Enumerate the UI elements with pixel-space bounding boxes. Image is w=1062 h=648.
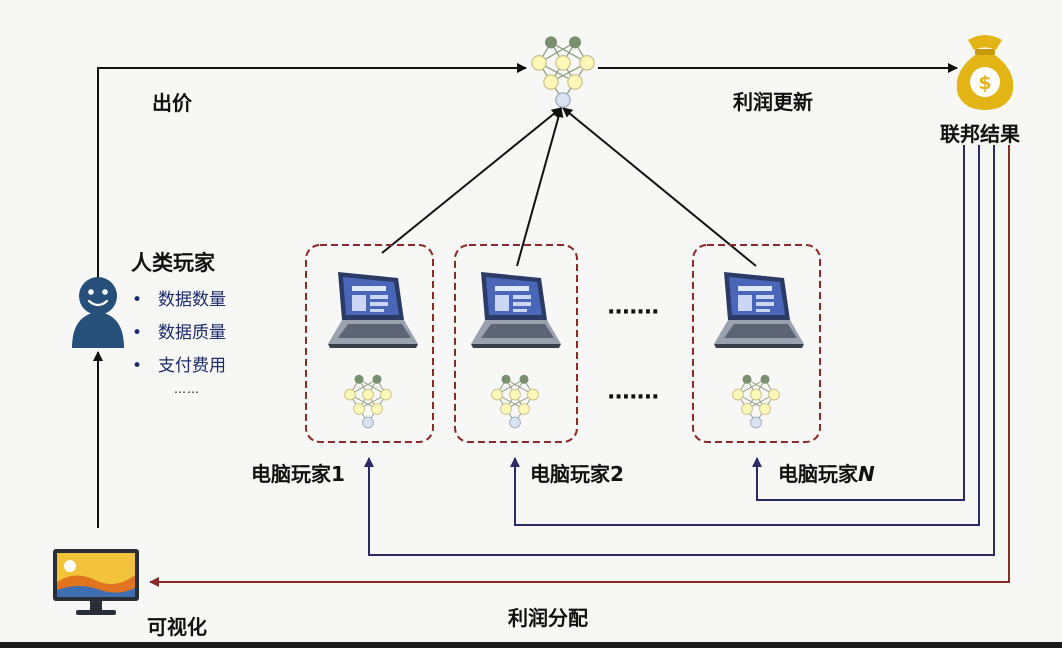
list-item: •数据数量 <box>132 290 226 310</box>
money-bag-icon: $ <box>956 35 1014 110</box>
player2-box <box>454 244 578 443</box>
arrow-player2-to-aggregator <box>516 107 564 267</box>
arrow-player1-to-aggregator <box>381 107 562 254</box>
player1-box <box>305 244 434 443</box>
list-item: •数据质量 <box>132 323 226 343</box>
computer-player-N-text: 电脑玩家 <box>778 462 858 486</box>
avatar-icon <box>72 277 124 348</box>
neural-network-icon <box>491 374 539 429</box>
players-ellipsis-top: ······· <box>607 300 660 325</box>
attribute-data-quality: 数据质量 <box>158 323 226 343</box>
computer-player-1-label: 电脑玩家1 <box>251 462 345 486</box>
computer-player-2-label: 电脑玩家2 <box>530 462 624 486</box>
computer-player-N-label: 电脑玩家N <box>778 458 875 487</box>
monitor-icon <box>53 549 139 615</box>
human-player-label: 人类玩家 <box>131 251 215 275</box>
arrow-playerN-to-aggregator <box>562 107 757 267</box>
laptop-icon <box>714 272 804 348</box>
bottom-border <box>0 642 1062 648</box>
laptop-icon <box>328 272 418 348</box>
attribute-data-quantity: 数据数量 <box>158 290 226 310</box>
attribute-payment-cost: 支付费用 <box>158 356 226 376</box>
arrow-result-to-playerN <box>752 145 965 501</box>
arrow-result-to-player2 <box>510 145 980 526</box>
aggregator-neural-network-icon <box>531 35 595 108</box>
arrow-human-to-aggregator <box>97 63 527 278</box>
players-ellipsis-bottom: ······· <box>607 385 660 410</box>
human-player-attributes: •数据数量 •数据质量 •支付费用 <box>132 284 226 383</box>
list-item: •支付费用 <box>132 356 226 376</box>
neural-network-icon <box>732 374 780 429</box>
svg-text:$: $ <box>978 72 991 94</box>
visualization-label: 可视化 <box>147 615 207 639</box>
arrow-profit-distribution <box>149 145 1010 587</box>
arrow-result-to-player1 <box>364 145 995 556</box>
profit-distribution-label: 利润分配 <box>508 606 588 630</box>
profit-update-label: 利润更新 <box>733 90 813 114</box>
bid-label: 出价 <box>152 91 192 115</box>
laptop-icon <box>471 272 561 348</box>
federated-result-label: 联邦结果 <box>940 122 1020 146</box>
computer-player-N-suffix: N <box>858 462 875 486</box>
neural-network-icon <box>344 374 392 429</box>
playerN-box <box>692 244 821 443</box>
attributes-ellipsis: …… <box>174 382 200 396</box>
